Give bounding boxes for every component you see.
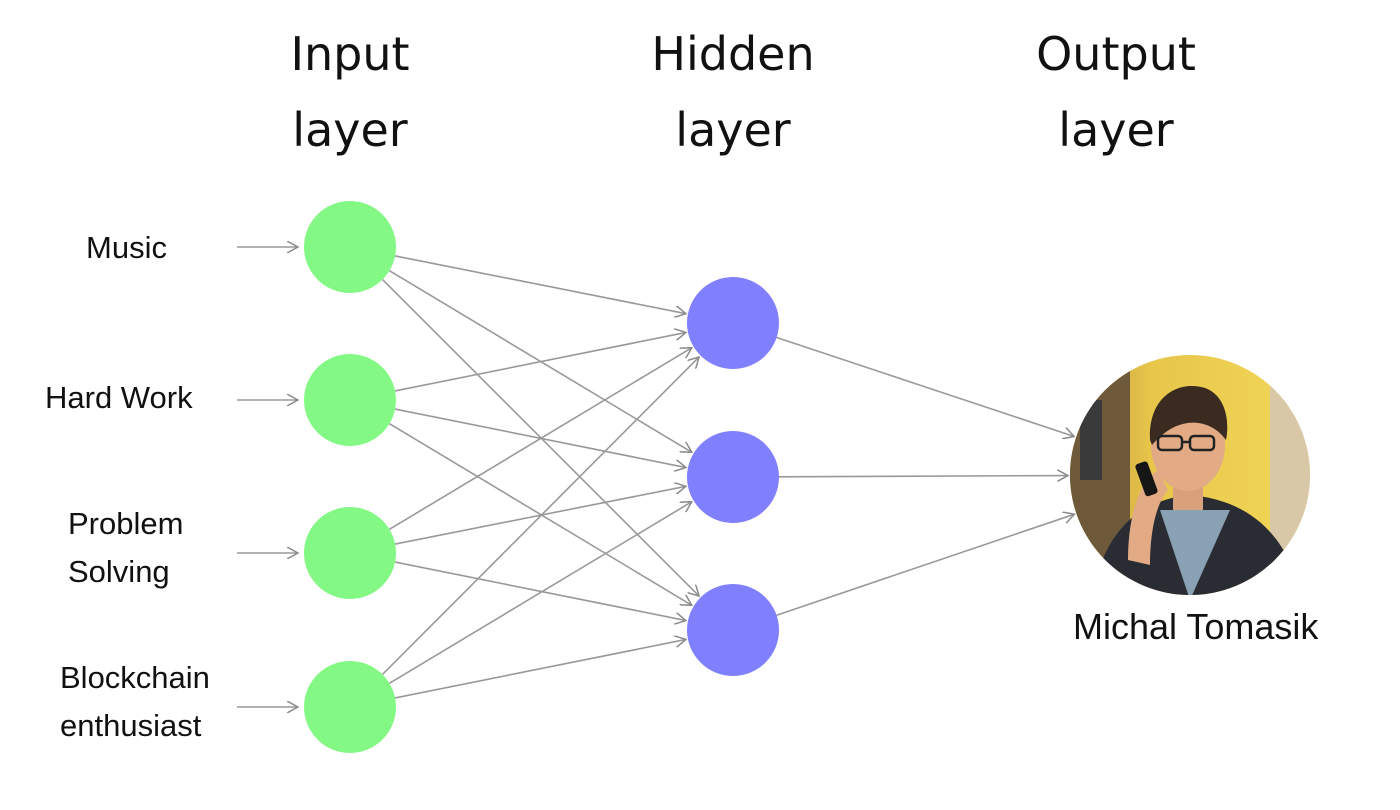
hidden-layer-heading: Hidden layer [651,27,815,157]
edge-input-1-to-hidden-1 [394,255,686,314]
edge-hidden-3-to-output [776,514,1075,616]
edge-input-4-to-hidden-3 [394,639,686,699]
input-node-2 [304,354,396,446]
output-caption: Michal Tomasik [1073,606,1319,647]
output-photo [1070,355,1310,595]
hidden-node-2 [687,431,779,523]
edge-hidden-1-to-output [776,336,1075,437]
edge-input-4-to-hidden-1 [381,357,699,675]
input-label-blockchain-enthusiast: Blockchain enthusiast [60,660,210,743]
connection-lines [381,255,1075,699]
nodes [304,201,779,753]
edge-hidden-2-to-output [778,476,1068,477]
input-label-music: Music [86,230,167,265]
edge-input-3-to-hidden-3 [394,561,686,620]
output-layer-heading: Output layer [1036,27,1196,157]
input-label-hard-work: Hard Work [45,380,193,415]
input-node-1 [304,201,396,293]
edge-input-3-to-hidden-1 [389,348,691,531]
edge-input-4-to-hidden-2 [389,502,691,685]
hidden-node-1 [687,277,779,369]
input-node-3 [304,507,396,599]
input-node-4 [304,661,396,753]
edge-input-2-to-hidden-1 [394,332,686,392]
input-arrows [237,247,298,707]
input-layer-heading: Input layer [290,27,410,157]
hidden-node-3 [687,584,779,676]
input-label-problem-solving: Problem Solving [68,506,184,589]
